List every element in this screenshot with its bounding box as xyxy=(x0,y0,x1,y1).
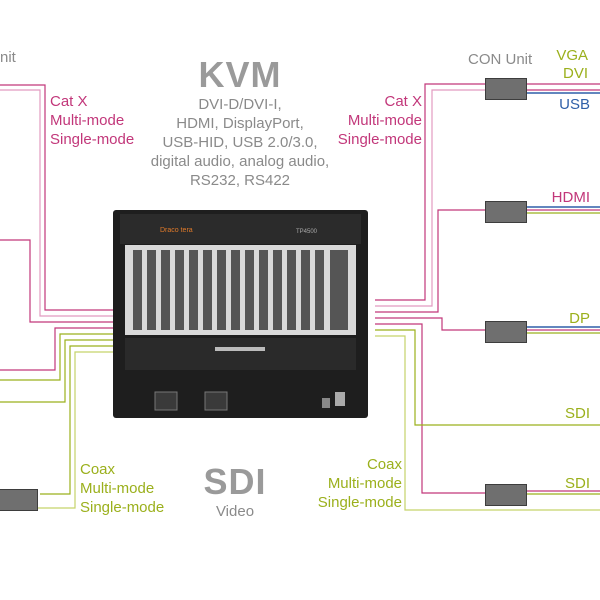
left-sdi-wire-3 xyxy=(40,345,115,495)
left-coax-media: Coax Multi-mode Single-mode xyxy=(80,460,164,517)
kvm-signal-line: digital audio, analog audio, xyxy=(150,153,330,170)
port-dvi-label: DVI xyxy=(562,65,588,82)
media-label: Cat X xyxy=(384,93,422,110)
kvm-title: KVM xyxy=(198,54,282,95)
media-label: Single-mode xyxy=(337,131,422,148)
media-label: Multi-mode xyxy=(327,475,402,492)
right-catx-wire-2 xyxy=(375,89,485,307)
media-label: Cat X xyxy=(50,93,88,110)
right-catx-wire-5 xyxy=(375,323,485,494)
right-sdi-wire-2 xyxy=(375,335,600,511)
right-catx-media: Cat X Multi-mode Single-mode xyxy=(322,92,422,149)
left-sdi-wire-1 xyxy=(0,333,115,381)
media-label: Coax xyxy=(80,461,116,478)
port-usb-label: USB xyxy=(559,96,590,113)
left-sdi-wire-2 xyxy=(0,339,115,403)
media-label: Single-mode xyxy=(317,494,402,511)
right-coax-media: Coax Multi-mode Single-mode xyxy=(300,455,402,512)
con-unit-vga-dvi xyxy=(485,78,527,100)
sdi-subtitle: Video xyxy=(215,503,255,520)
media-label: Single-mode xyxy=(50,131,135,148)
media-label: Coax xyxy=(366,456,402,473)
con-unit-hdmi xyxy=(485,201,527,223)
device-model: TP4500 xyxy=(296,229,318,235)
right-sdi-wire-1 xyxy=(375,329,600,426)
media-label: Single-mode xyxy=(80,499,165,516)
con-unit-label: CON Unit xyxy=(468,51,533,68)
port-dp-label: DP xyxy=(569,310,590,327)
left-unit-sdi xyxy=(0,489,38,511)
sdi-title: SDI xyxy=(203,461,267,502)
kvm-signal-line: RS232, RS422 xyxy=(189,172,291,189)
left-catx-wire-3 xyxy=(0,239,115,323)
left-catx-wire-1 xyxy=(0,84,115,311)
media-label: Multi-mode xyxy=(80,480,155,497)
left-catx-media: Cat X Multi-mode Single-mode xyxy=(50,92,134,149)
port-sdi-label-1: SDI xyxy=(564,405,590,422)
left-unit-label: nit xyxy=(0,49,16,66)
media-label: Multi-mode xyxy=(50,112,125,129)
media-label: Multi-mode xyxy=(347,112,422,129)
device-brand: Draco tera xyxy=(160,227,193,234)
kvm-signal-line: USB-HID, USB 2.0/3.0, xyxy=(162,134,318,151)
kvm-signals: DVI-D/DVI-I, HDMI, DisplayPort, USB-HID,… xyxy=(130,95,350,190)
matrix-switch-chassis xyxy=(113,210,368,418)
con-unit-dp xyxy=(485,321,527,343)
port-vga-label: VGA xyxy=(556,47,588,64)
right-catx-wire-1 xyxy=(375,83,485,301)
port-sdi-label-2: SDI xyxy=(564,475,590,492)
kvm-signal-line: HDMI, DisplayPort, xyxy=(176,115,304,132)
port-hdmi-label: HDMI xyxy=(551,189,590,206)
right-catx-wire-3 xyxy=(375,209,485,313)
left-catx-wire-4 xyxy=(0,327,115,371)
right-catx-wire-4 xyxy=(375,317,485,331)
left-catx-wire-2 xyxy=(0,89,115,317)
kvm-signal-line: DVI-D/DVI-I, xyxy=(198,96,282,113)
con-unit-sdi xyxy=(485,484,527,506)
